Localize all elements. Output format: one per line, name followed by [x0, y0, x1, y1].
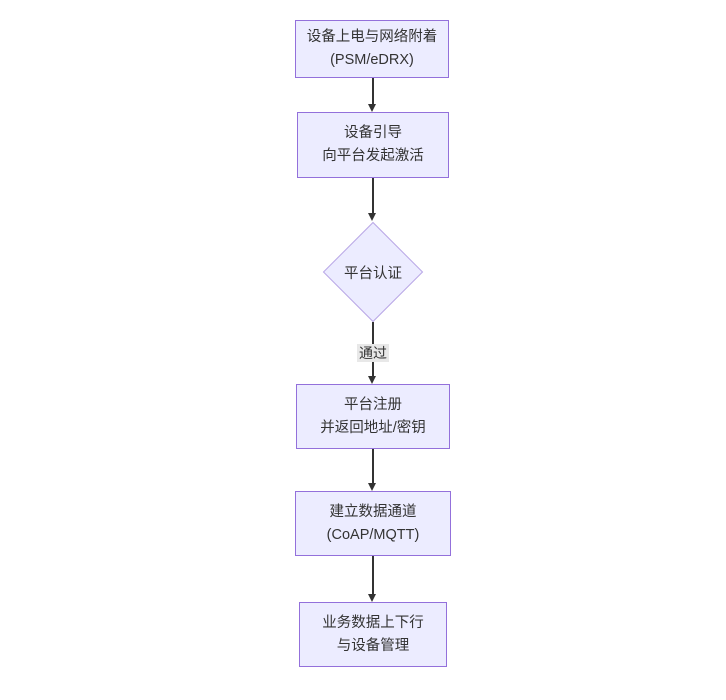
edge-label-pass: 通过: [357, 344, 389, 362]
edge-arrow-5: [369, 556, 376, 602]
node-business-data: 业务数据上下行 与设备管理: [299, 602, 447, 667]
node-label-line1: 平台注册: [344, 396, 402, 413]
node-label-line1: 设备上电与网络附着: [306, 29, 438, 45]
node-label-line2: (CoAP/MQTT): [326, 526, 420, 543]
edge-arrow-4: [369, 449, 376, 491]
node-label-line2: 向平台发起激活: [322, 148, 424, 164]
node-label-line2: 与设备管理: [336, 637, 410, 654]
node-label-line2: (PSM/eDRX): [330, 52, 414, 68]
node-data-channel: 建立数据通道 (CoAP/MQTT): [295, 491, 451, 556]
node-label-line1: 平台认证: [344, 265, 402, 282]
node-label-line1: 业务数据上下行: [322, 614, 424, 631]
node-bootstrap: 设备引导 向平台发起激活: [297, 112, 449, 178]
node-power-on-attach: 设备上电与网络附着 (PSM/eDRX): [295, 20, 449, 78]
node-platform-register: 平台注册 并返回地址/密钥: [296, 384, 450, 449]
edge-arrow-2: [369, 178, 376, 221]
node-platform-auth: 平台认证: [322, 221, 424, 323]
edge-arrow-1: [369, 78, 376, 112]
node-label-line1: 建立数据通道: [329, 503, 417, 520]
node-label-line2: 并返回地址/密钥: [320, 419, 426, 436]
node-label-line1: 设备引导: [344, 125, 402, 141]
